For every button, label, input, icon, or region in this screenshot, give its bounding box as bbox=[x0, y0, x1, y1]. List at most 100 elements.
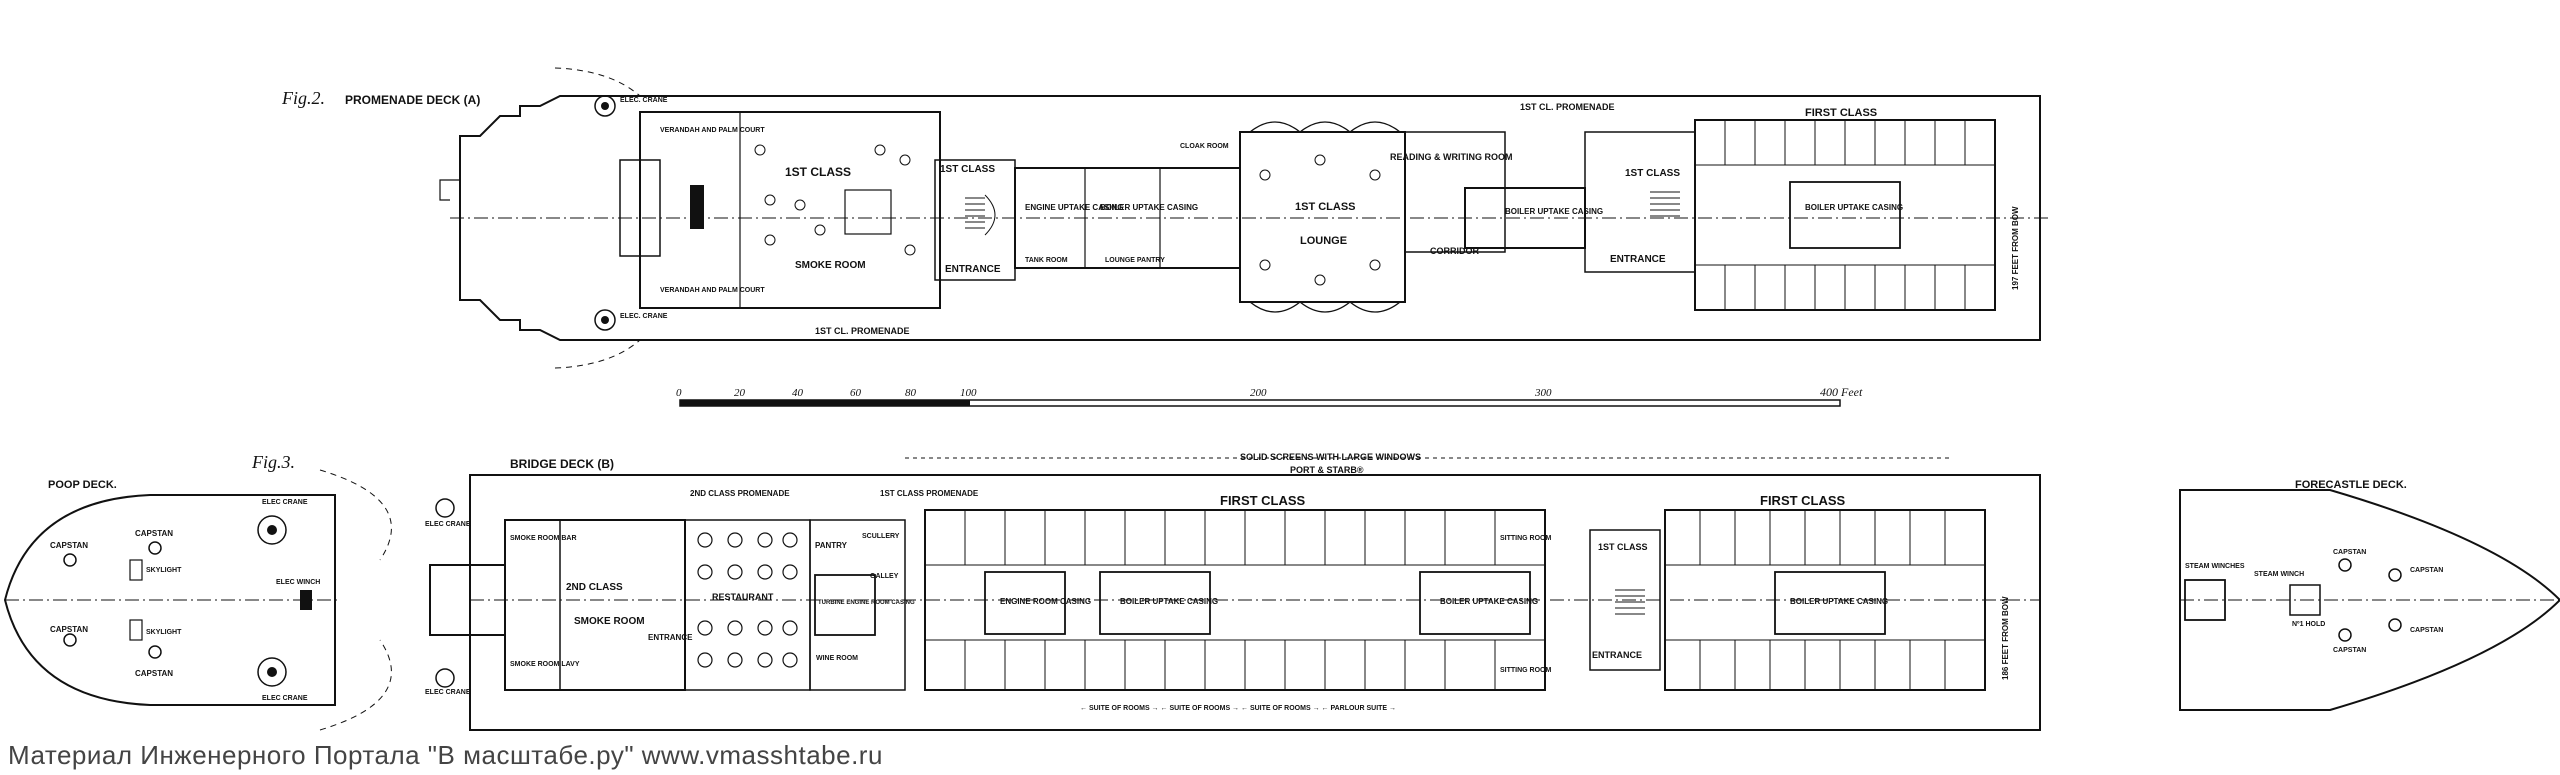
restaurant-tables bbox=[697, 532, 798, 668]
label-turbine-casing: TURBINE ENGINE ROOM CASING bbox=[818, 600, 915, 606]
stair-curve bbox=[984, 194, 996, 236]
capstan-icon bbox=[63, 553, 77, 567]
crane-pivot-icon bbox=[601, 316, 609, 324]
label-first-class-cabins: FIRST CLASS bbox=[1805, 107, 1877, 119]
skylight-icon bbox=[129, 619, 143, 641]
cabin-grid-aft bbox=[925, 510, 1545, 690]
label-skylight: SKYLIGHT bbox=[146, 629, 182, 636]
scale-tick-label: 200 bbox=[1250, 387, 1267, 399]
capstan-icon bbox=[2338, 558, 2352, 572]
crane-arc-top bbox=[554, 67, 641, 97]
label-boiler-casing: BOILER UPTAKE CASING bbox=[1120, 597, 1218, 606]
crane-pivot-icon bbox=[267, 667, 277, 677]
label-promenade: 1ST CL. PROMENADE bbox=[1520, 102, 1615, 112]
aft-stair-block bbox=[619, 159, 661, 257]
label-entrance: ENTRANCE bbox=[1592, 650, 1642, 660]
label-tank-room: TANK ROOM bbox=[1025, 257, 1068, 264]
label-lounge-class: 1ST CLASS bbox=[1295, 201, 1356, 213]
elec-crane-icon bbox=[257, 515, 287, 545]
label-corridor: CORRIDOR bbox=[1430, 246, 1479, 256]
capstan-icon bbox=[2388, 618, 2402, 632]
elec-crane-icon bbox=[435, 668, 455, 688]
crane-pivot-icon bbox=[601, 102, 609, 110]
label-first-promenade: 1ST CLASS PROMENADE bbox=[880, 489, 979, 498]
fireplace-block bbox=[844, 189, 892, 235]
label-smoke-room-lavy: SMOKE ROOM LAVY bbox=[510, 661, 580, 668]
label-sitting-room: SITTING ROOM bbox=[1500, 535, 1552, 542]
scale-tick-label: 60 bbox=[850, 387, 862, 399]
label-hold: Nº1 HOLD bbox=[2292, 621, 2325, 628]
fwd-cabin-grid bbox=[1695, 120, 1995, 310]
label-boiler-casing: BOILER UPTAKE CASING bbox=[1505, 207, 1603, 216]
scale-tick-label: 300 bbox=[1534, 387, 1552, 399]
cabin-grid-fwd bbox=[1665, 510, 1985, 690]
scale-bar-fine bbox=[680, 400, 970, 406]
fig3-caption: Fig.3. bbox=[251, 452, 295, 472]
forecastle-title: FORECASTLE DECK. bbox=[2295, 479, 2407, 491]
label-verandah: VERANDAH AND PALM COURT bbox=[660, 287, 765, 294]
capstan-icon bbox=[2338, 628, 2352, 642]
label-first-class: 1ST CLASS bbox=[785, 165, 851, 179]
watermark: Материал Инженерного Портала "В масштабе… bbox=[8, 740, 883, 770]
first-class-cabins-fwd bbox=[1664, 509, 1986, 691]
fwd-entrance-block bbox=[1589, 529, 1661, 671]
elec-crane-icon bbox=[594, 309, 616, 331]
label-promenade: 1ST CL. PROMENADE bbox=[815, 326, 910, 336]
label-wine-room: WINE ROOM bbox=[816, 655, 858, 662]
label-suites: ← SUITE OF ROOMS → ← SUITE OF ROOMS → ← … bbox=[1080, 705, 1396, 712]
label-capstan: CAPSTAN bbox=[135, 529, 173, 538]
label-cloak-room: CLOAK ROOM bbox=[1180, 143, 1229, 150]
label-steam-winches: STEAM WINCHES bbox=[2185, 563, 2245, 570]
label-entrance: ENTRANCE bbox=[648, 633, 693, 642]
label-entrance: ENTRANCE bbox=[1610, 254, 1666, 265]
capstan-icon bbox=[63, 633, 77, 647]
scale-tick-label: 80 bbox=[905, 387, 917, 399]
label-scullery: SCULLERY bbox=[862, 533, 900, 540]
bar-counter bbox=[690, 185, 704, 229]
label-engine-casing: ENGINE ROOM CASING bbox=[1000, 597, 1091, 606]
fwd-entrance-block bbox=[1584, 131, 1696, 273]
label-elec-crane: ELEC. CRANE bbox=[620, 313, 668, 320]
label-first-class-entrance: 1ST CLASS bbox=[1598, 542, 1648, 552]
aft-room-block bbox=[639, 111, 941, 309]
label-verandah: VERANDAH AND PALM COURT bbox=[660, 127, 765, 134]
crane-arc bbox=[319, 639, 392, 731]
label-capstan: CAPSTAN bbox=[135, 669, 173, 678]
label-smoke-room-bar: SMOKE ROOM BAR bbox=[510, 535, 577, 542]
label-boiler-casing: BOILER UPTAKE CASING bbox=[1100, 203, 1198, 212]
label-smoke-room: SMOKE ROOM bbox=[795, 260, 866, 271]
scale-tick-label: 20 bbox=[734, 387, 746, 399]
first-class-cabins-aft bbox=[924, 509, 1546, 691]
label-boiler-casing: BOILER UPTAKE CASING bbox=[1440, 597, 1538, 606]
label-first-class: FIRST CLASS bbox=[1220, 493, 1306, 508]
promenade-deck-plan: Fig.2. PROMENADE DECK (A) ELEC. CRANE EL… bbox=[281, 67, 2050, 369]
label-feet-from-bow: 186 FEET FROM BOW bbox=[2001, 596, 2010, 680]
label-reading-writing: READING & WRITING ROOM bbox=[1390, 152, 1513, 162]
label-lounge-pantry: LOUNGE PANTRY bbox=[1105, 257, 1165, 264]
label-capstan: CAPSTAN bbox=[2333, 549, 2366, 556]
label-elec-crane: ELEC CRANE bbox=[262, 499, 308, 506]
label-elec-crane: ELEC CRANE bbox=[262, 695, 308, 702]
engine-casing-block bbox=[984, 571, 1066, 635]
promenade-hull-outline bbox=[459, 95, 2041, 341]
label-elec-crane: ELEC CRANE bbox=[425, 521, 471, 528]
label-elec-winch: ELEC WINCH bbox=[276, 579, 320, 586]
boiler-casing-block bbox=[1099, 571, 1211, 635]
label-first-class: FIRST CLASS bbox=[1760, 493, 1846, 508]
scale-tick-label: 40 bbox=[792, 387, 804, 399]
lounge-bay-top bbox=[1249, 121, 1401, 133]
label-smoke-room: SMOKE ROOM bbox=[574, 616, 645, 627]
aft-entrance-stairs bbox=[965, 197, 985, 229]
bridge-deck-outline bbox=[469, 474, 2041, 731]
galley-block bbox=[809, 519, 906, 691]
lounge-furniture bbox=[1259, 154, 1381, 286]
poop-deck-plan: POOP DECK. CAPSTAN CAPSTAN CAPSTAN CAPST… bbox=[3, 469, 392, 731]
forecastle-deck-plan: FORECASTLE DECK. STEAM WINCHES STEAM WIN… bbox=[2179, 479, 2560, 711]
aft-entrance-block bbox=[934, 159, 1016, 281]
aft-entrance-house bbox=[429, 564, 506, 636]
fig2-title: PROMENADE DECK (A) bbox=[345, 93, 480, 107]
label-boiler-casing: BOILER UPTAKE CASING bbox=[1790, 597, 1888, 606]
label-port-starb: PORT & STARB® bbox=[1290, 465, 1364, 475]
capstan-icon bbox=[148, 645, 162, 659]
